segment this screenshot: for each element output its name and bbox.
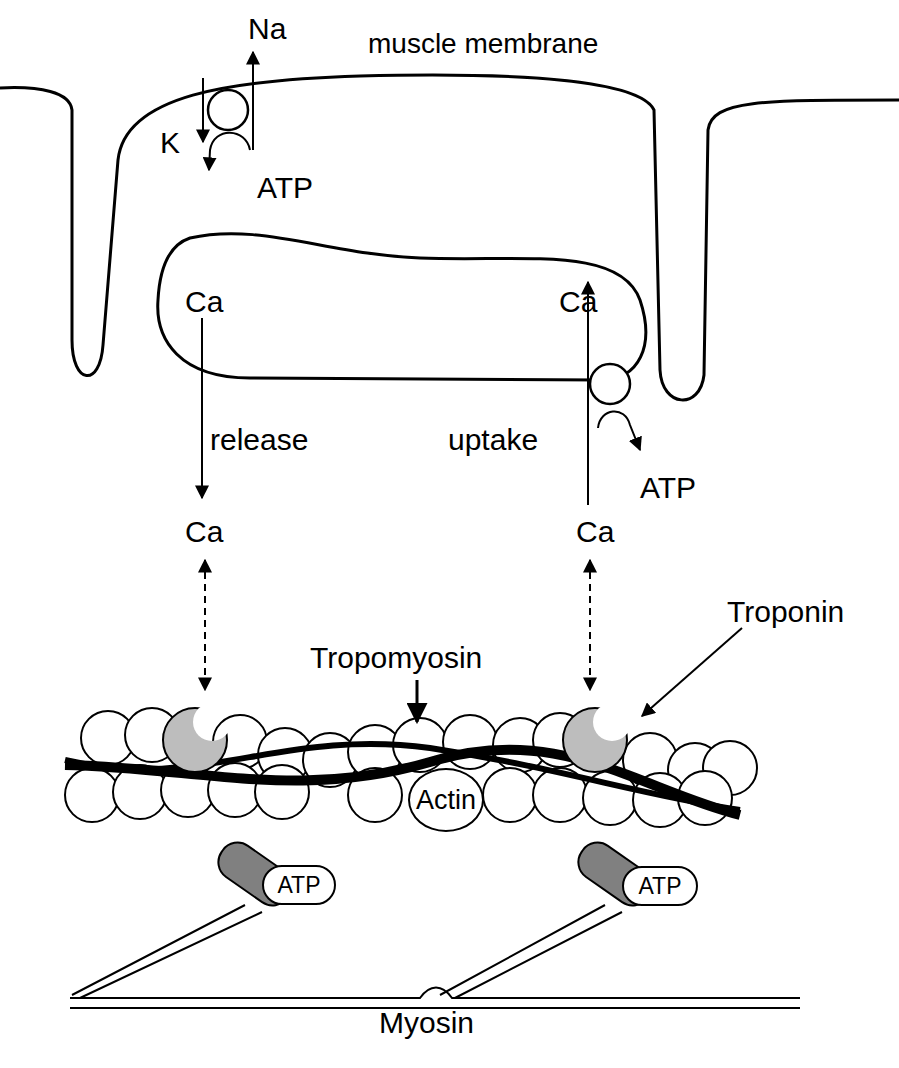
leader-line (642, 628, 742, 716)
part-label: release (210, 423, 308, 458)
part-label: Ca (559, 285, 597, 320)
membrane (0, 75, 899, 400)
part-label: Ca (185, 285, 223, 320)
pump-symbol (590, 364, 630, 404)
na-arrow (252, 52, 254, 150)
binding-arrow (589, 560, 591, 690)
atp-node: ATP (262, 865, 336, 905)
myosin-neck (440, 905, 622, 998)
part-label: ATP (640, 471, 696, 506)
atp-arc (209, 133, 250, 170)
sarcoplasmic-reticulum (158, 234, 646, 380)
part-label: ATP (257, 171, 313, 206)
part-label: Tropomyosin (310, 641, 482, 676)
myosin-filament (70, 988, 800, 999)
atp-node: ATP (622, 866, 698, 906)
pump-symbol (208, 90, 248, 130)
part-label: Ca (576, 515, 614, 550)
part-label: Ca (185, 515, 223, 550)
k-arrow (202, 78, 204, 142)
part-label: Troponin (727, 595, 844, 630)
node-text: ATP (638, 873, 681, 900)
node-text: ATP (277, 872, 320, 899)
node-text: Actin (416, 785, 476, 816)
part-label: muscle membrane (368, 28, 598, 60)
myosin-neck (72, 905, 262, 998)
troponin-symbol (163, 708, 227, 772)
release-arrow (201, 318, 203, 498)
part-label: K (160, 126, 180, 161)
part-label: Myosin (379, 1006, 474, 1041)
troponin-symbol (563, 708, 627, 772)
part-label: uptake (448, 423, 538, 458)
part-label: Na (248, 12, 286, 47)
leader-line (416, 680, 419, 722)
tropomyosin-strand (65, 750, 740, 815)
atp-arc (598, 411, 640, 450)
actin-node: Actin (408, 768, 484, 832)
binding-arrow (204, 560, 206, 690)
